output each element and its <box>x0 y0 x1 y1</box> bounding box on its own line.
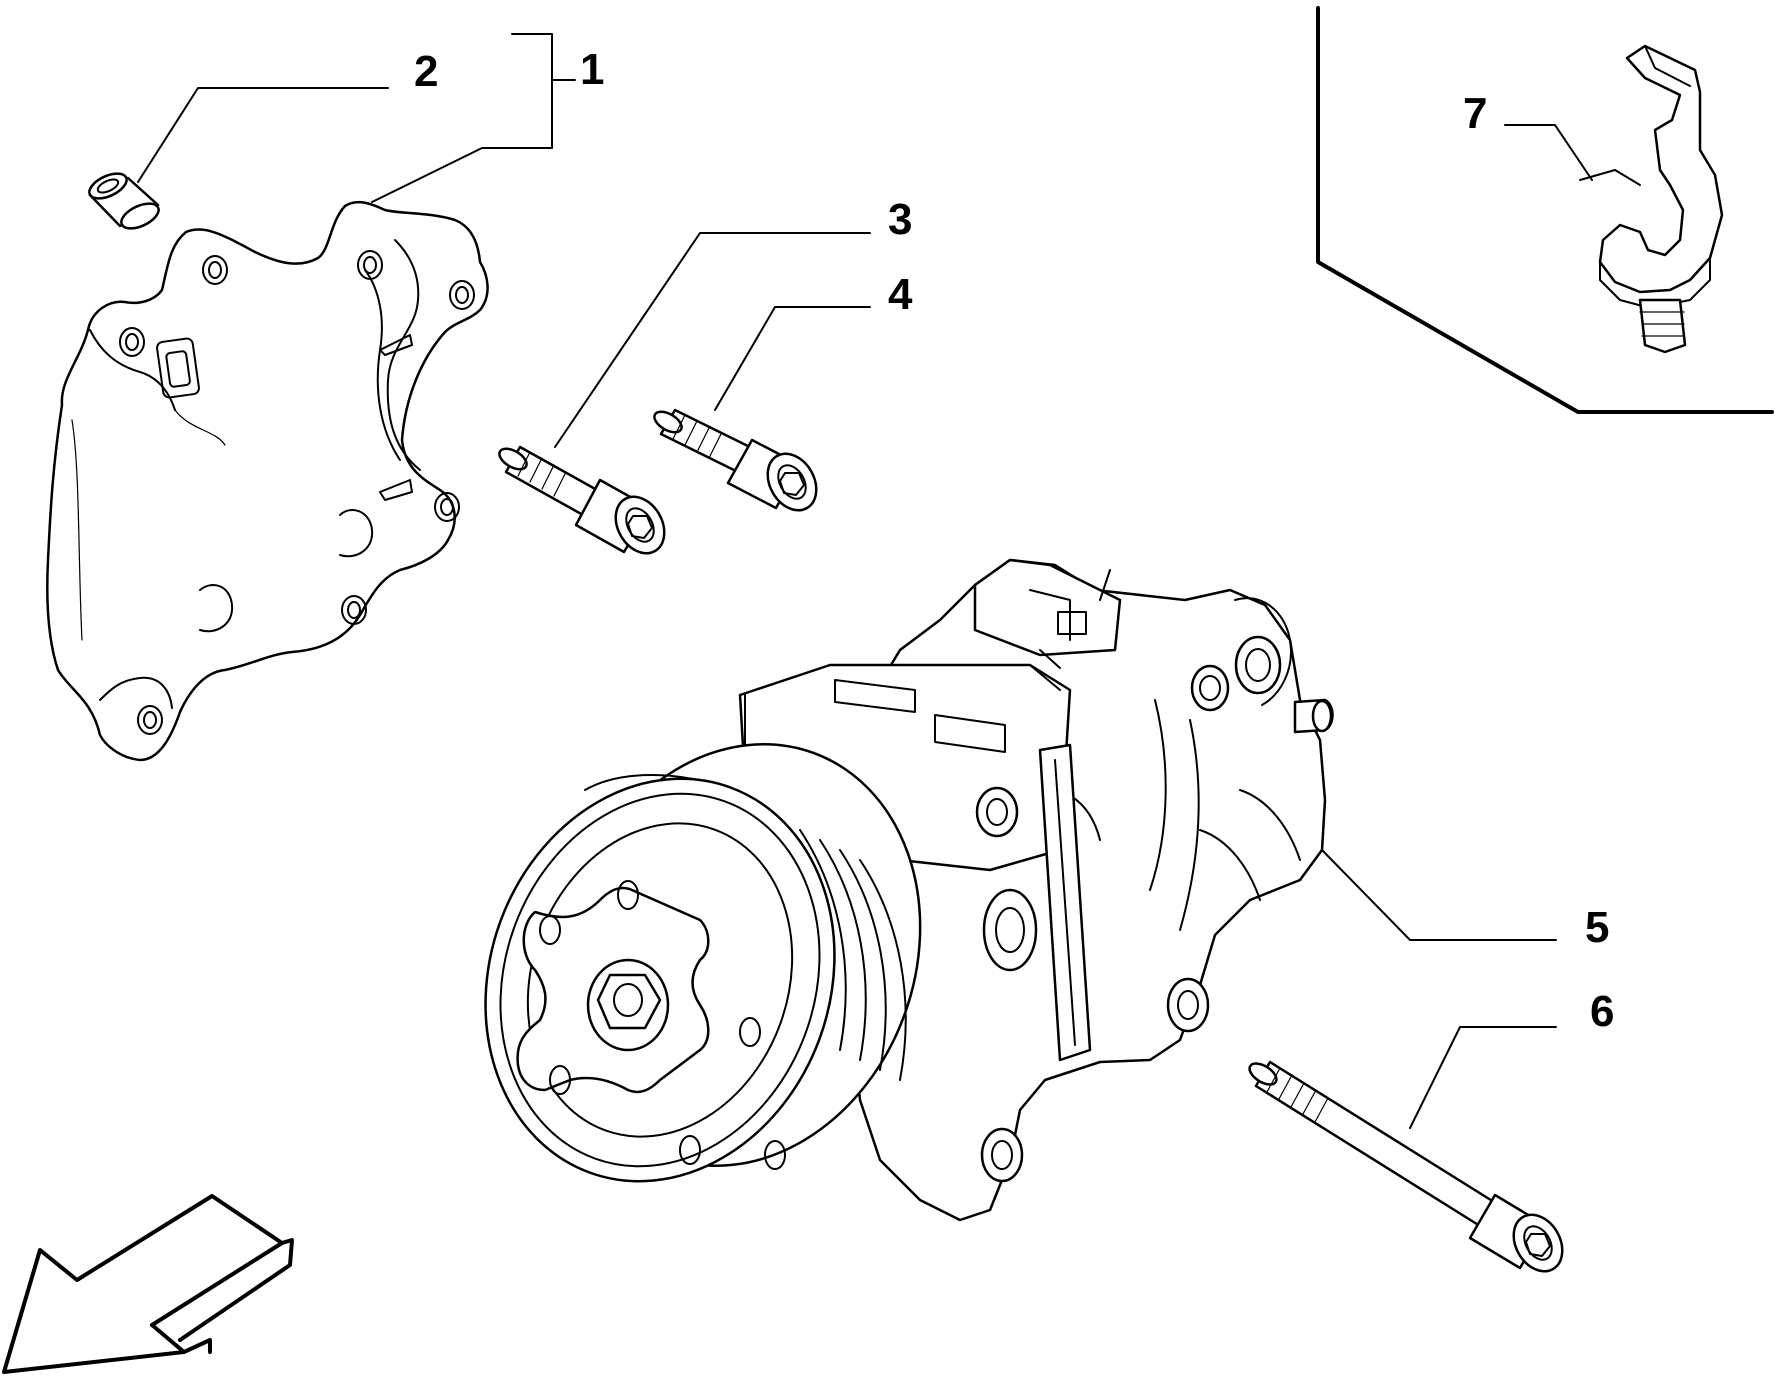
callout-2: 2 <box>414 47 439 96</box>
callout-1: 1 <box>580 45 605 94</box>
part-4-bolt <box>653 408 818 512</box>
part-5-compressor <box>484 558 1334 1222</box>
callout-7: 7 <box>1463 89 1488 138</box>
part-6-bolt <box>1248 1060 1564 1273</box>
part-1-bracket <box>46 200 489 762</box>
direction-arrow <box>2 1194 294 1374</box>
part-7-clip <box>1316 6 1774 414</box>
part-2-bushing <box>88 172 160 230</box>
callout-6: 6 <box>1590 987 1615 1036</box>
part-3-bolt <box>498 445 666 555</box>
callout-3: 3 <box>888 195 913 244</box>
leader-lines <box>137 33 1593 1129</box>
callout-5: 5 <box>1585 903 1610 952</box>
callout-4: 4 <box>888 270 913 319</box>
